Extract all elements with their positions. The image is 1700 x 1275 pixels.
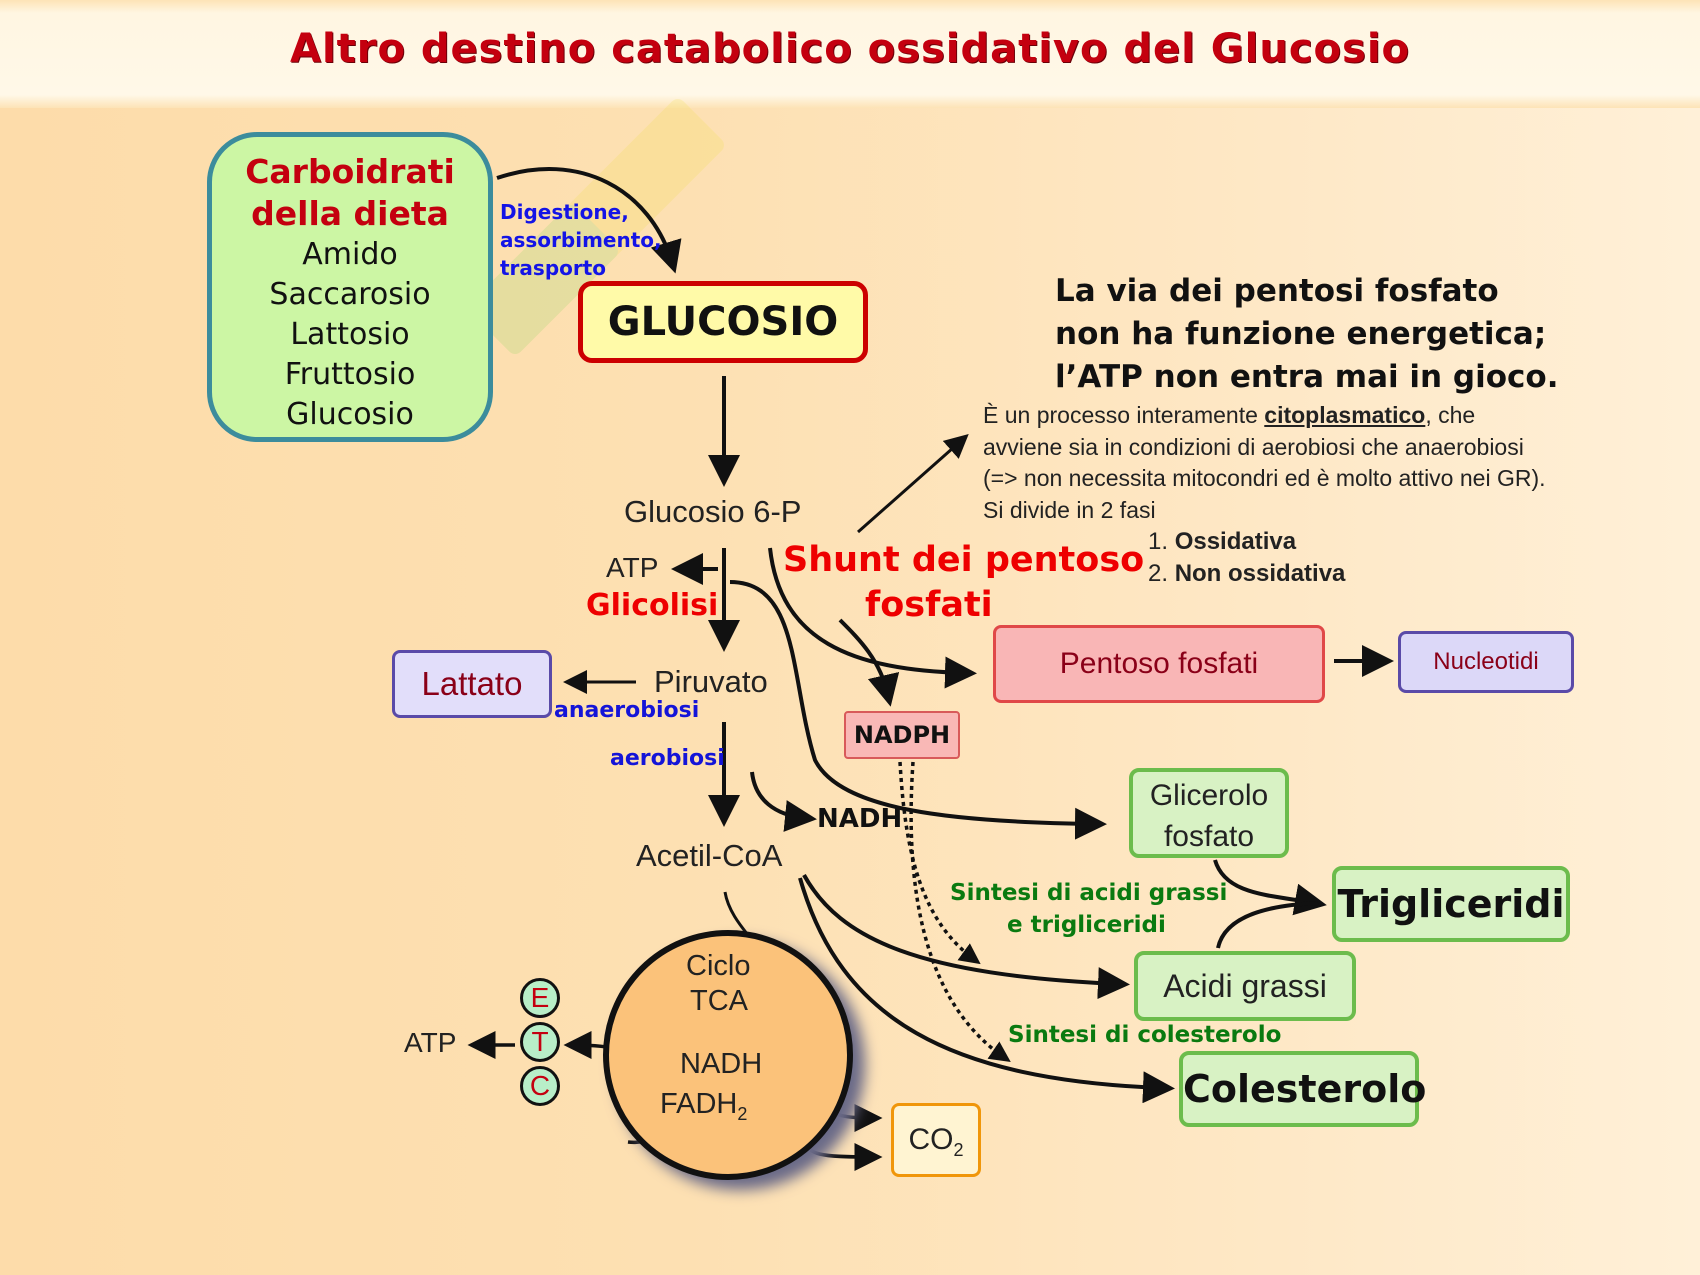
etc-atp-label: ATP (404, 1027, 457, 1058)
acidi-to-trigliceridi-arrow (1216, 901, 1319, 949)
note-line3: (=> non necessita mitocondri ed è molto … (983, 465, 1546, 491)
diet-item: Amido (302, 237, 398, 272)
diet-heading-line2: della dieta (251, 194, 449, 233)
acetyl-coa-label: Acetil-CoA (636, 838, 783, 873)
g6p-to-note-arrow (857, 434, 969, 534)
pyruvate-label: Piruvato (654, 664, 768, 699)
acetylcoa-to-acidi-arrow (802, 874, 1130, 1000)
digestion-arrow (496, 167, 682, 274)
phase-label: Ossidativa (1174, 528, 1297, 555)
glycerol-line1: Glicerolo (1149, 779, 1269, 812)
diet-item: Saccarosio (269, 277, 431, 312)
co2-text: CO (908, 1123, 954, 1156)
phase-item: 2. Non ossidativa (1148, 558, 1345, 590)
aerobiosis-label: aerobiosi (610, 746, 725, 771)
nadh-arrow (750, 771, 817, 832)
tca-fadh2-label: FADH2 (660, 1088, 747, 1125)
pentose-phosphates-box: Pentoso fosfati (993, 625, 1325, 703)
cholesterol-synthesis-label: Sintesi di colesterolo (1008, 1022, 1282, 1048)
g6p-label: Glucosio 6-P (624, 494, 802, 529)
diet-carbohydrates-box: Carboidrati della dieta Amido Saccarosio… (207, 132, 493, 442)
note-line2: avviene sia in condizioni di aerobiosi c… (983, 433, 1524, 460)
note-heading: La via dei pentosi fosfato non ha funzio… (1055, 270, 1558, 399)
phase-label: Non ossidativa (1174, 560, 1346, 587)
digestion-label-line1: Digestione, (500, 200, 629, 224)
nadph-dotted-1 (898, 761, 981, 965)
co2-subscript: 2 (953, 1140, 964, 1160)
fadh-text: FADH (660, 1088, 738, 1120)
shunt-to-pentoso-arrow (768, 547, 977, 689)
digestion-label: Digestione, assorbimento, trasporto (500, 198, 662, 282)
phases-list: 1. Ossidativa 2. Non ossidativa (1148, 526, 1345, 590)
note-heading-line2: non ha funzione energetica; (1055, 316, 1547, 352)
tca-label: TCA (690, 985, 748, 1017)
etc-circle-c: C (520, 1066, 560, 1106)
acetylcoa-to-tca-line (723, 891, 750, 936)
anaerobiosis-label: anaerobiosi (554, 698, 700, 723)
glucose-box: GLUCOSIO (578, 281, 868, 363)
phase-number: 1. (1148, 528, 1169, 555)
etc-circle-t: T (520, 1022, 560, 1062)
tca-cycle-circle (603, 930, 853, 1180)
atp-glycolysis-label: ATP (606, 552, 659, 583)
fatty-acids-box: Acidi grassi (1134, 951, 1356, 1021)
nucleotides-box: Nucleotidi (1398, 631, 1574, 693)
note-line1-pre: È un processo interamente (983, 402, 1265, 428)
cholesterol-box: Colesterolo (1179, 1051, 1426, 1127)
glycolysis-label: Glicolisi (586, 588, 719, 623)
etc-circle-e: E (520, 978, 560, 1018)
note-heading-line3: l’ATP non entra mai in gioco. (1055, 359, 1559, 395)
diet-item: Fruttosio (284, 357, 416, 392)
digestion-label-line3: trasporto (500, 256, 607, 280)
tca-nadh-label: NADH (680, 1048, 763, 1080)
triglycerides-box: Trigliceridi (1332, 866, 1570, 942)
note-heading-line1: La via dei pentosi fosfato (1055, 273, 1499, 309)
nadh-label: NADH (817, 804, 903, 834)
diet-heading-line1: Carboidrati (245, 152, 455, 191)
diet-item: Lattosio (290, 317, 410, 352)
digestion-label-line2: assorbimento, (500, 228, 662, 252)
note-paragraph: È un processo interamente citoplasmatico… (983, 400, 1546, 526)
diet-item: Glucosio (286, 397, 414, 432)
phase-item: 1. Ossidativa (1148, 526, 1345, 558)
shunt-label-line2: fosfati (865, 585, 993, 625)
shunt-label-line1: Shunt dei pentoso (783, 540, 1145, 580)
fadh-subscript: 2 (737, 1103, 748, 1124)
phase-number: 2. (1148, 560, 1169, 587)
glycerol-phosphate-box: Glicerolo fosfato (1129, 768, 1289, 858)
page-title: Altro destino catabolico ossidativo del … (289, 26, 1411, 72)
note-line4: Si divide in 2 fasi (983, 496, 1156, 523)
title-bar (0, 0, 1700, 108)
acetylcoa-to-colesterolo-arrow (798, 877, 1175, 1104)
glycolysis-to-glicerolo-arrow (729, 580, 1107, 840)
glycerol-line2: fosfato (1163, 820, 1255, 853)
note-underlined-term: citoplasmatico (1264, 402, 1426, 428)
note-line1: È un processo interamente citoplasmatico… (983, 400, 1546, 432)
note-line1-post: , che (1425, 402, 1476, 428)
fatty-acid-synthesis-label-line2: e trigliceridi (1007, 912, 1166, 938)
shunt-to-nadph-arrow (838, 618, 900, 707)
co2-box: CO2 (891, 1103, 981, 1177)
tca-ciclo-label: Ciclo (686, 950, 751, 982)
lactate-box: Lattato (392, 650, 552, 718)
nadph-dotted-2 (909, 761, 1011, 1062)
glicerolo-to-trigliceridi-arrow (1213, 859, 1327, 916)
fatty-acid-synthesis-label-line1: Sintesi di acidi grassi (950, 880, 1228, 906)
nadph-box: NADPH (844, 711, 960, 759)
